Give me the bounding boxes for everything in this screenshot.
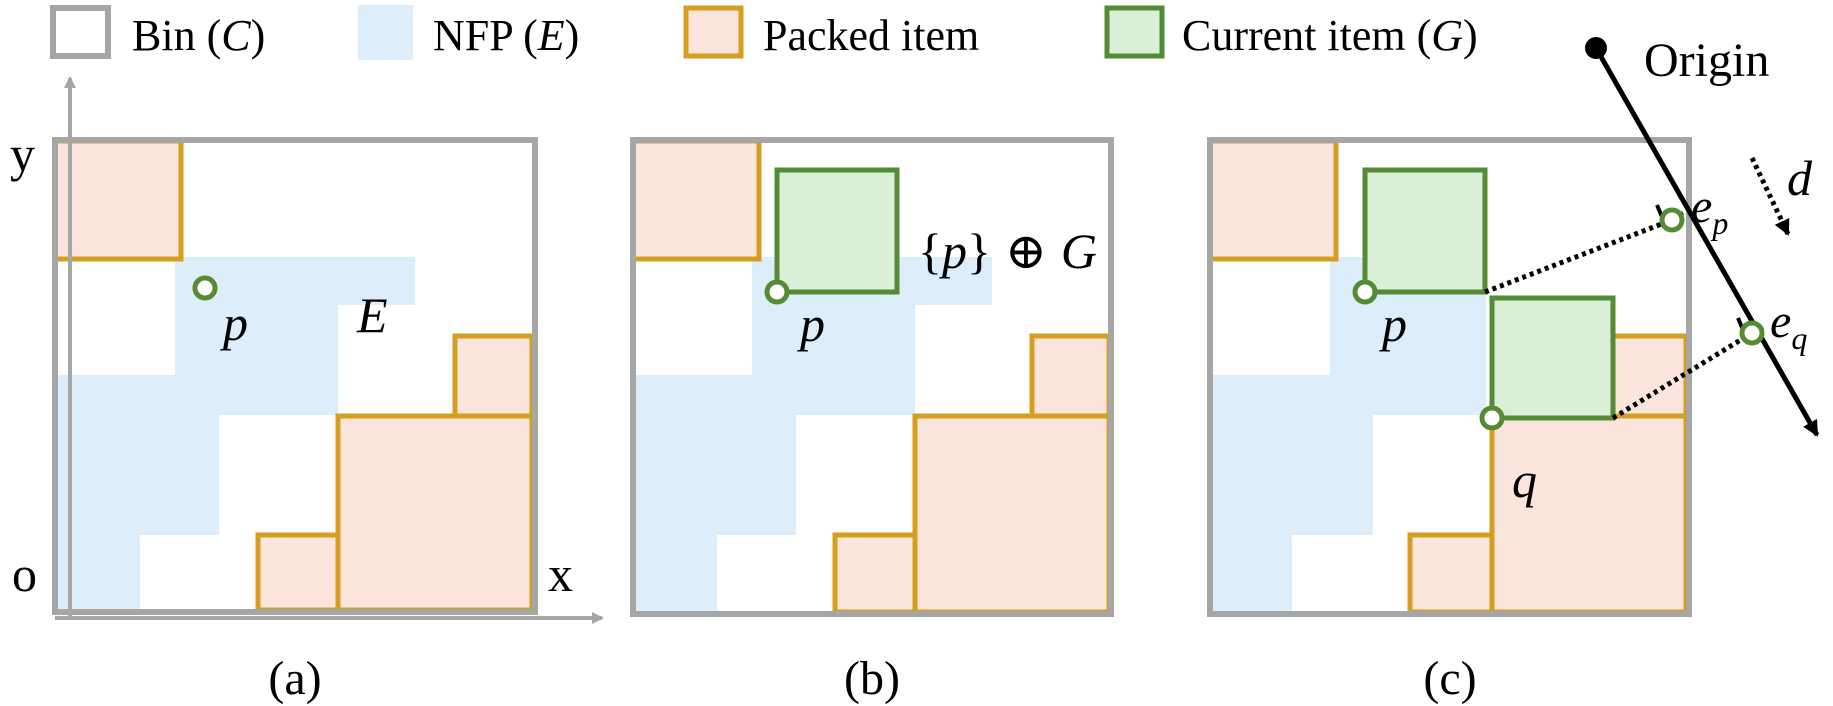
- point-ep-label: ep: [1691, 180, 1728, 241]
- legend-packed-label: Packed item: [763, 11, 979, 60]
- nfp-label: E: [356, 287, 388, 343]
- caption-a: (a): [268, 652, 321, 705]
- legend: Bin (C) NFP (E) Packed item Current item…: [50, 5, 1478, 60]
- point-q-marker: [1479, 405, 1505, 431]
- point-eq-marker: [1739, 320, 1765, 346]
- point-p-marker: [764, 279, 790, 305]
- legend-nfp-label: NFP (E): [433, 11, 579, 60]
- caption-b: (b): [844, 652, 900, 705]
- packed-item: [832, 532, 918, 615]
- bin: [52, 137, 538, 615]
- point-p-label: p: [797, 296, 825, 352]
- minkowski-expression: {p}⊕G: [918, 223, 1097, 279]
- legend-bin-label: Bin (C): [132, 11, 265, 60]
- panel-c: Origin ep eq d p q (c): [1207, 34, 1820, 705]
- point-eq-label: eq: [1770, 295, 1807, 356]
- point-p-label: p: [1379, 296, 1407, 352]
- direction-axis: [1593, 46, 1820, 437]
- packed-item: [452, 333, 535, 419]
- packed-item: [1029, 333, 1112, 419]
- packed-item: [912, 413, 1112, 615]
- origin-label: Origin: [1644, 34, 1769, 87]
- point-q-label: q: [1512, 452, 1537, 508]
- y-axis-label: y: [10, 126, 35, 182]
- direction-d-label: d: [1787, 150, 1813, 206]
- packed-item: [52, 138, 184, 262]
- bin: [630, 137, 1114, 617]
- packed-item: [255, 532, 341, 613]
- point-ep-marker: [1659, 207, 1685, 233]
- panel-a: y x o p E (a): [10, 76, 604, 705]
- direction-d-arrow: [1749, 156, 1791, 236]
- point-p-marker: [192, 275, 218, 301]
- origin-label: o: [12, 546, 37, 602]
- projection-line-q: [1611, 330, 1754, 421]
- current-item: [1489, 295, 1616, 421]
- nfp-region: [1210, 257, 1486, 612]
- packed-item: [1407, 532, 1495, 615]
- packed-item: [630, 138, 762, 262]
- x-axis-label: x: [548, 546, 573, 602]
- nfp-region: [55, 257, 415, 610]
- packed-item: [1207, 138, 1339, 262]
- packed-item: [335, 413, 535, 613]
- legend-nfp-swatch: [358, 5, 413, 60]
- nfp-region: [633, 257, 992, 612]
- bin: [1207, 137, 1692, 617]
- projection-line-p: [1484, 217, 1673, 295]
- point-p-marker: [1352, 279, 1378, 305]
- packed-items: [630, 138, 1112, 615]
- caption-c: (c): [1423, 652, 1476, 705]
- packed-item: [1489, 413, 1689, 615]
- current-item: [1362, 167, 1488, 295]
- legend-packed-swatch: [683, 5, 744, 59]
- legend-current-label: Current item (G): [1182, 11, 1478, 60]
- legend-bin-swatch: [50, 5, 111, 59]
- legend-current-swatch: [1104, 5, 1165, 59]
- origin-point: [1585, 37, 1607, 59]
- panel-b: p {p}⊕G (b): [630, 137, 1114, 705]
- point-p-label: p: [220, 295, 248, 351]
- current-item: [774, 167, 900, 295]
- packed-item: [1606, 333, 1689, 419]
